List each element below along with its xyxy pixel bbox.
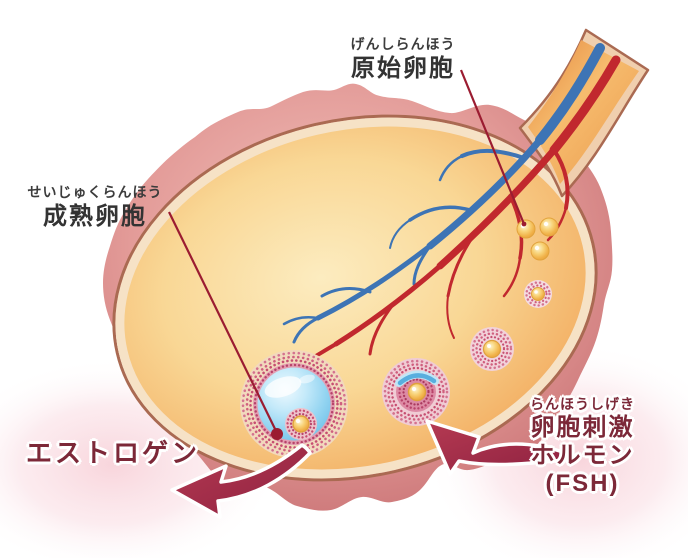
primary-follicle-small <box>524 280 552 308</box>
fsh-text-line3: (FSH) <box>545 470 620 498</box>
primordial-pointer-line <box>459 69 527 227</box>
fsh-text-line1: 卵胞刺激 <box>530 413 635 441</box>
primary-follicle <box>470 327 514 371</box>
primordial-follicle-furigana: げんしらんほう <box>350 36 456 52</box>
mature-follicle-furigana: せいじゅくらんほう <box>27 184 163 200</box>
cumulus-oophorus <box>285 408 317 440</box>
estrogen-label: エストロゲン <box>25 438 200 468</box>
primordial-follicles <box>516 217 559 261</box>
mature-follicle <box>240 350 348 458</box>
ovarian-artery <box>262 55 621 392</box>
primordial-follicle <box>539 217 559 237</box>
mature-follicle-text: 成熟卵胞 <box>43 202 147 230</box>
primordial-follicle <box>516 219 536 239</box>
fsh-label: らんほうしげき 卵胞刺激 ホルモン (FSH) <box>480 396 685 498</box>
primordial-follicle-text: 原始卵胞 <box>351 54 455 82</box>
mature-pointer-line <box>168 211 283 440</box>
primordial-follicle <box>530 241 550 261</box>
fsh-arrow-icon <box>425 419 568 476</box>
primordial-follicle-label: げんしらんほう 原始卵胞 <box>298 36 508 84</box>
secondary-follicle <box>382 358 450 426</box>
fsh-text-line2: ホルモン <box>530 441 635 469</box>
mature-follicle-label: せいじゅくらんほう 成熟卵胞 <box>0 184 190 232</box>
ovarian-vein <box>282 43 605 344</box>
estrogen-arrow-icon <box>170 443 312 519</box>
fsh-furigana: らんほうしげき <box>530 396 635 412</box>
